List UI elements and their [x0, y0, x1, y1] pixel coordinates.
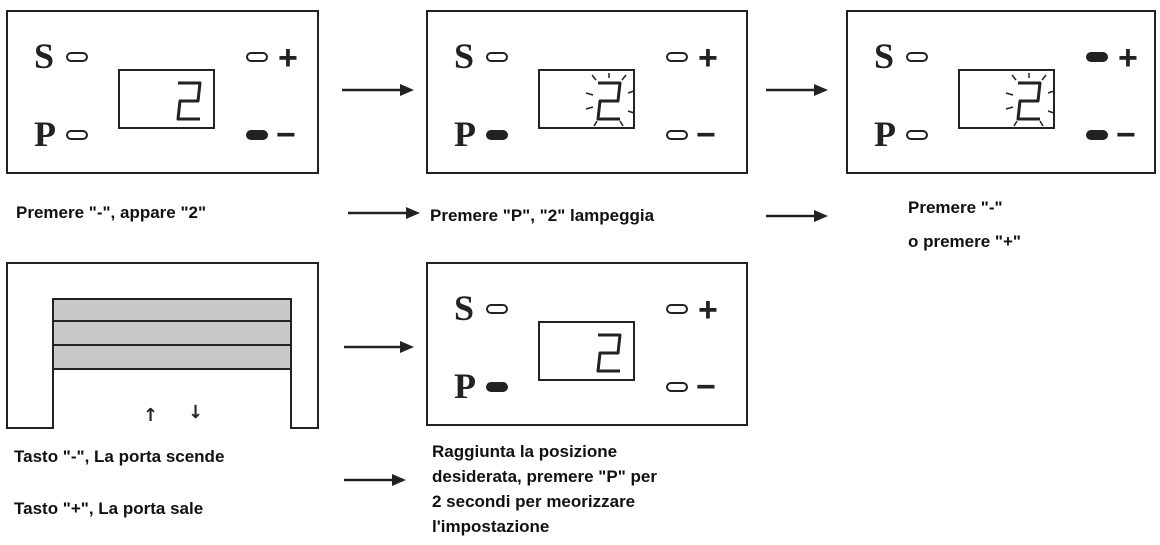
caption-step-4-line-2: Tasto "+", La porta sale [14, 499, 204, 518]
caption-step-2: Premere "P", "2" lampeggia [430, 206, 655, 225]
caption-step-3-line-1: Premere "-" [908, 198, 1003, 217]
arrow-right-icon [344, 474, 406, 486]
caption-step-5-line-3: 2 secondi per meorizzare [432, 492, 636, 511]
arrow-up-icon: ↑ [143, 405, 159, 426]
plus-led [246, 52, 268, 62]
digit-display [118, 69, 215, 129]
control-panel-5: S P + − [426, 262, 748, 426]
control-panel-3: S P + − [846, 10, 1156, 174]
s-led [66, 52, 88, 62]
caption-step-5-line-4: l'impostazione [432, 517, 550, 536]
arrow-right-icon [766, 84, 828, 96]
caption-step-4-line-1: Tasto "-", La porta scende [14, 447, 225, 466]
s-button-label: S [454, 288, 475, 328]
minus-button-label: − [696, 116, 716, 154]
p-led [906, 130, 928, 140]
caption-step-3-line-2: o premere "+" [908, 232, 1021, 251]
door-slat [54, 300, 290, 322]
plus-led [666, 304, 688, 314]
minus-button-label: − [276, 116, 296, 154]
control-panel-1: S P + − [6, 10, 319, 174]
minus-button-label: − [696, 368, 716, 406]
plus-button-label: + [698, 291, 718, 329]
digit-2-glyph [596, 333, 622, 373]
arrow-right-icon [342, 84, 414, 96]
s-button-label: S [34, 36, 55, 76]
minus-button-label: − [1116, 116, 1136, 154]
digit-display [958, 69, 1055, 129]
s-led [486, 304, 508, 314]
arrow-down-icon: ↓ [188, 402, 204, 423]
s-led [906, 52, 928, 62]
minus-led [1086, 130, 1108, 140]
digit-2-blinking-glyph [585, 73, 635, 127]
plus-button-label: + [278, 39, 298, 77]
arrow-right-icon [348, 207, 420, 219]
p-led [66, 130, 88, 140]
minus-led [666, 382, 688, 392]
minus-led [246, 130, 268, 140]
caption-step-5-line-1: Raggiunta la posizione [432, 442, 618, 461]
digit-2-glyph [176, 81, 202, 121]
s-led [486, 52, 508, 62]
p-led [486, 382, 508, 392]
s-button-label: S [454, 36, 475, 76]
s-button-label: S [874, 36, 895, 76]
plus-button-label: + [698, 39, 718, 77]
door-frame [52, 298, 292, 429]
p-led [486, 130, 508, 140]
plus-led [666, 52, 688, 62]
arrow-right-icon [766, 210, 828, 222]
plus-button-label: + [1118, 39, 1138, 77]
door-slat [54, 346, 290, 370]
digit-display [538, 321, 635, 381]
p-button-label: P [34, 114, 56, 154]
p-button-label: P [454, 366, 476, 406]
minus-led [666, 130, 688, 140]
plus-led [1086, 52, 1108, 62]
digit-display [538, 69, 635, 129]
caption-step-1: Premere "-", appare "2" [16, 203, 207, 222]
caption-step-5-line-2: desiderata, premere "P" per [432, 467, 657, 486]
p-button-label: P [874, 114, 896, 154]
control-panel-2: S P + − [426, 10, 748, 174]
arrow-right-icon [344, 341, 414, 353]
digit-2-blinking-glyph [1005, 73, 1055, 127]
door-slat [54, 322, 290, 346]
p-button-label: P [454, 114, 476, 154]
door-panel: ↑ ↓ [6, 262, 319, 429]
